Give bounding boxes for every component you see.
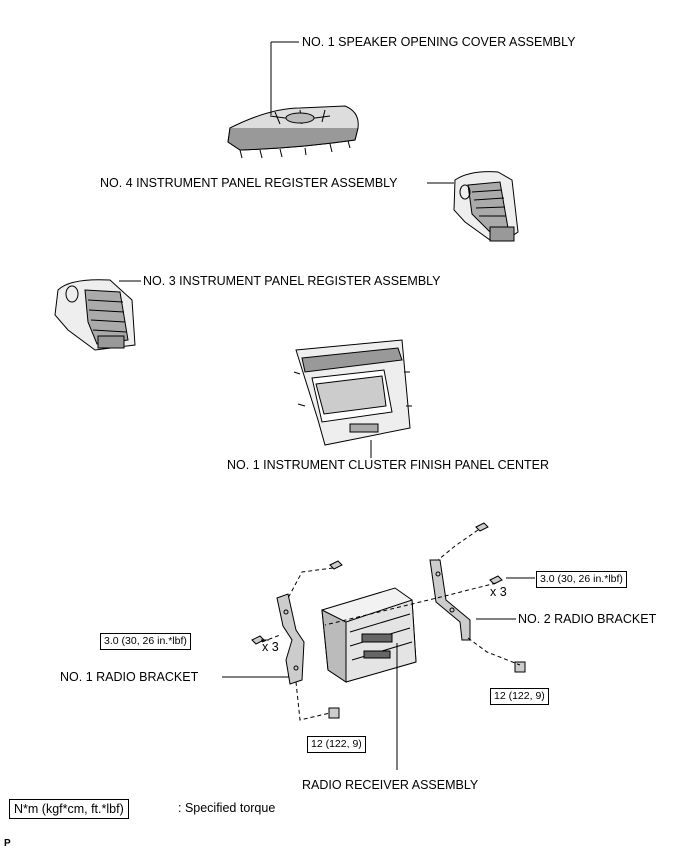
assembly-dashed-lines bbox=[261, 529, 521, 721]
label-radio-bracket-1: NO. 1 RADIO BRACKET bbox=[60, 670, 199, 684]
label-radio-bracket-2: NO. 2 RADIO BRACKET bbox=[518, 612, 657, 626]
quantity-right: x 3 bbox=[490, 585, 507, 599]
speaker-cover-drawing bbox=[227, 105, 359, 159]
label-speaker-cover: NO. 1 SPEAKER OPENING COVER ASSEMBLY bbox=[302, 35, 576, 49]
quantity-left: x 3 bbox=[262, 640, 279, 654]
torque-box-left-middle: 3.0 (30, 26 in.*lbf) bbox=[100, 633, 191, 650]
label-cluster-panel: NO. 1 INSTRUMENT CLUSTER FINISH PANEL CE… bbox=[227, 458, 550, 472]
torque-box-center-lower: 12 (122, 9) bbox=[307, 736, 366, 753]
register-3-drawing bbox=[54, 279, 136, 351]
label-register-3: NO. 3 INSTRUMENT PANEL REGISTER ASSEMBLY bbox=[143, 274, 441, 288]
torque-box-right-lower: 12 (122, 9) bbox=[490, 688, 549, 705]
cluster-panel-drawing bbox=[293, 339, 412, 446]
legend-meaning: : Specified torque bbox=[178, 801, 276, 815]
corner-code: P bbox=[4, 838, 11, 849]
torque-box-right-upper: 3.0 (30, 26 in.*lbf) bbox=[536, 571, 627, 588]
radio-bracket-2-drawing bbox=[429, 559, 471, 641]
register-4-drawing bbox=[453, 171, 519, 242]
label-register-4: NO. 4 INSTRUMENT PANEL REGISTER ASSEMBLY bbox=[100, 176, 398, 190]
label-radio-receiver: RADIO RECEIVER ASSEMBLY bbox=[302, 778, 479, 792]
radio-bracket-1-drawing bbox=[276, 593, 305, 685]
legend-unit-box: N*m (kgf*cm, ft.*lbf) bbox=[9, 799, 129, 819]
radio-receiver-drawing bbox=[321, 587, 417, 683]
